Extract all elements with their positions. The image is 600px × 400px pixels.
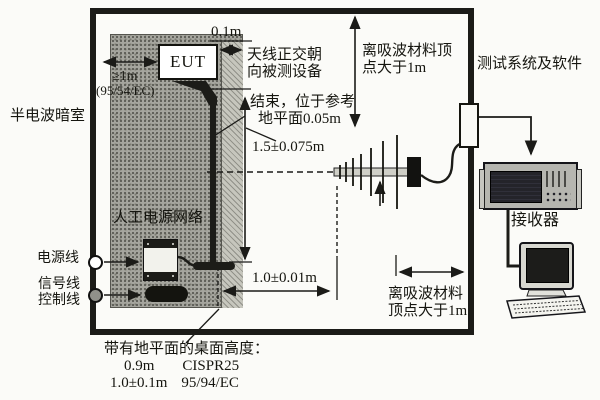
dimension-arrows [102, 15, 538, 301]
lisn-screw [172, 243, 174, 245]
leader-harness-length [245, 127, 277, 142]
table-height-row: 0.9m CISPR25 [124, 357, 240, 374]
lisn-screw [172, 275, 174, 277]
table-height-row: 1.0±0.1m 95/94/EC [110, 374, 239, 391]
receiver-screen [490, 171, 542, 203]
receiver-vents [546, 171, 570, 187]
signal-line-port [88, 288, 103, 303]
anechoic-chamber-wall [90, 8, 474, 335]
lisn-screw [147, 275, 149, 277]
monitor-base [526, 289, 567, 297]
keyboard-keys [512, 300, 584, 314]
reference-lines [207, 171, 338, 308]
table-height-title: 带有地平面的桌面高度： [104, 341, 270, 357]
dim-eut-to-wall-standard: (95/54/EC) [96, 83, 155, 98]
receiver-unit [479, 162, 582, 210]
feedthrough-connector [459, 103, 479, 148]
feedthrough-to-receiver-arrow [479, 116, 538, 156]
antenna-elements [339, 135, 398, 209]
harness-end-note: 结束，位于参考 地平面0.05m [250, 94, 356, 127]
antenna-orientation-note: 天线正交朝 向被测设备 [247, 47, 323, 80]
receiver-handle [479, 169, 485, 209]
lisn-bottom-plate [144, 272, 177, 280]
lisn-label: 人工电源网络 [113, 210, 204, 226]
eut-box: EUT [158, 44, 218, 80]
lisn-screw [147, 243, 149, 245]
harness-bundle [172, 81, 217, 105]
table-height-note: 带有地平面的桌面高度： 0.9m CISPR25 1.0±0.1m 95/94/… [104, 341, 269, 391]
leader-harness-end [210, 115, 246, 139]
leader-table-height [185, 308, 220, 344]
receiver-handle [576, 169, 582, 209]
eut-label: EUT [169, 52, 207, 71]
chamber-label: 半电波暗室 [10, 108, 86, 124]
log-periodic-antenna [333, 135, 469, 209]
dim-harness-to-antenna-label: 1.0±0.01m [252, 270, 317, 286]
harness-cable [172, 81, 235, 270]
antenna-cable [420, 142, 469, 184]
absorber-right-note: 离吸波材料 顶点大于1m [388, 286, 468, 319]
dim-harness-length-label: 1.5±0.075m [252, 139, 325, 155]
receiver-label: 接收器 [511, 212, 560, 229]
receiver-buttons [545, 191, 571, 203]
receiver-to-computer-cable [506, 210, 519, 268]
lisn-wire [177, 255, 198, 268]
computer-keyboard [506, 289, 587, 319]
power-line-port [88, 255, 103, 270]
lisn-box [143, 239, 178, 281]
table-edge-band [221, 42, 243, 308]
antenna-balun [407, 157, 421, 187]
lisn-top-plate [144, 240, 177, 248]
computer-monitor [519, 242, 574, 290]
ticks-and-leaders [185, 40, 397, 344]
dim-eut-to-edge-label: 0.1m [211, 24, 242, 40]
signal-cable-connector [145, 286, 188, 302]
power-line-label: 电源线 [37, 251, 79, 266]
absorber-top-note: 离吸波材料顶 点大于1m [362, 43, 453, 76]
monitor-screen [526, 248, 569, 283]
signal-line-label: 信号线 [38, 277, 80, 292]
test-system-label: 测试系统及软件 [477, 56, 583, 72]
control-line-label: 控制线 [38, 293, 80, 308]
dim-eut-to-wall-label: ≥1m [112, 69, 138, 84]
